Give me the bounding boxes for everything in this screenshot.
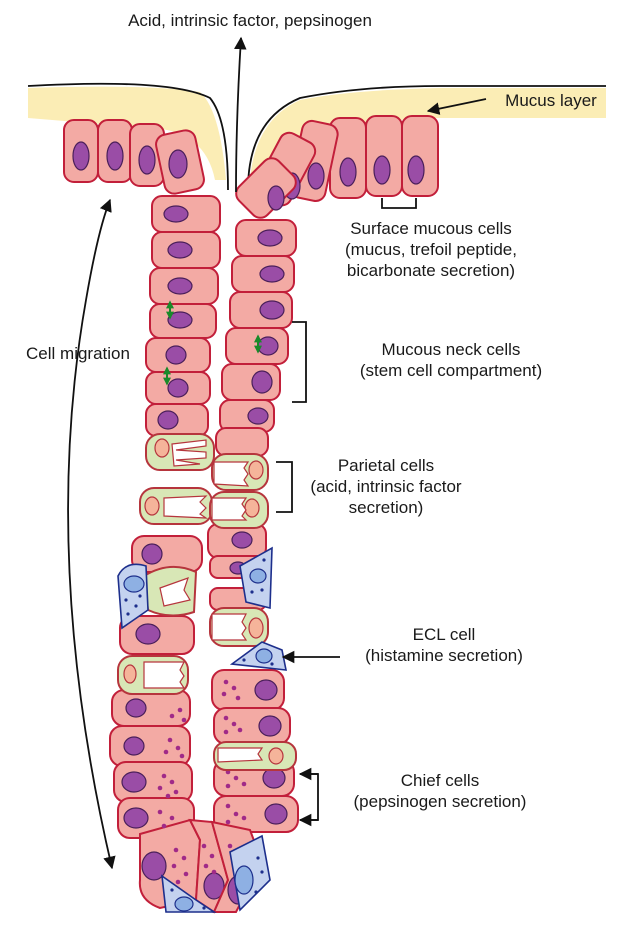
surface-mucous-cells-left [64,120,206,196]
surface-mucous-cells-right [232,116,438,222]
cell-migration-label: Cell migration [8,343,148,364]
cell-migration-arrow [68,200,112,868]
parietal-label: Parietal cells (acid, intrinsic factor s… [296,455,476,518]
top-label: Acid, intrinsic factor, pepsinogen [60,10,440,31]
secretion-arrow [236,38,241,192]
chief-label: Chief cells (pepsinogen secretion) [330,770,550,812]
chief-bracket [304,774,318,820]
surface-mucous-label: Surface mucous cells (mucus, trefoil pep… [306,218,556,281]
mucous-neck-label: Mucous neck cells (stem cell compartment… [336,339,566,381]
surface-mucous-bracket [382,198,416,208]
mucus-layer-label: Mucus layer [492,90,610,111]
mucous-neck-bracket [292,322,306,402]
parietal-bracket [276,462,292,512]
ecl-label: ECL cell (histamine secretion) [344,624,544,666]
